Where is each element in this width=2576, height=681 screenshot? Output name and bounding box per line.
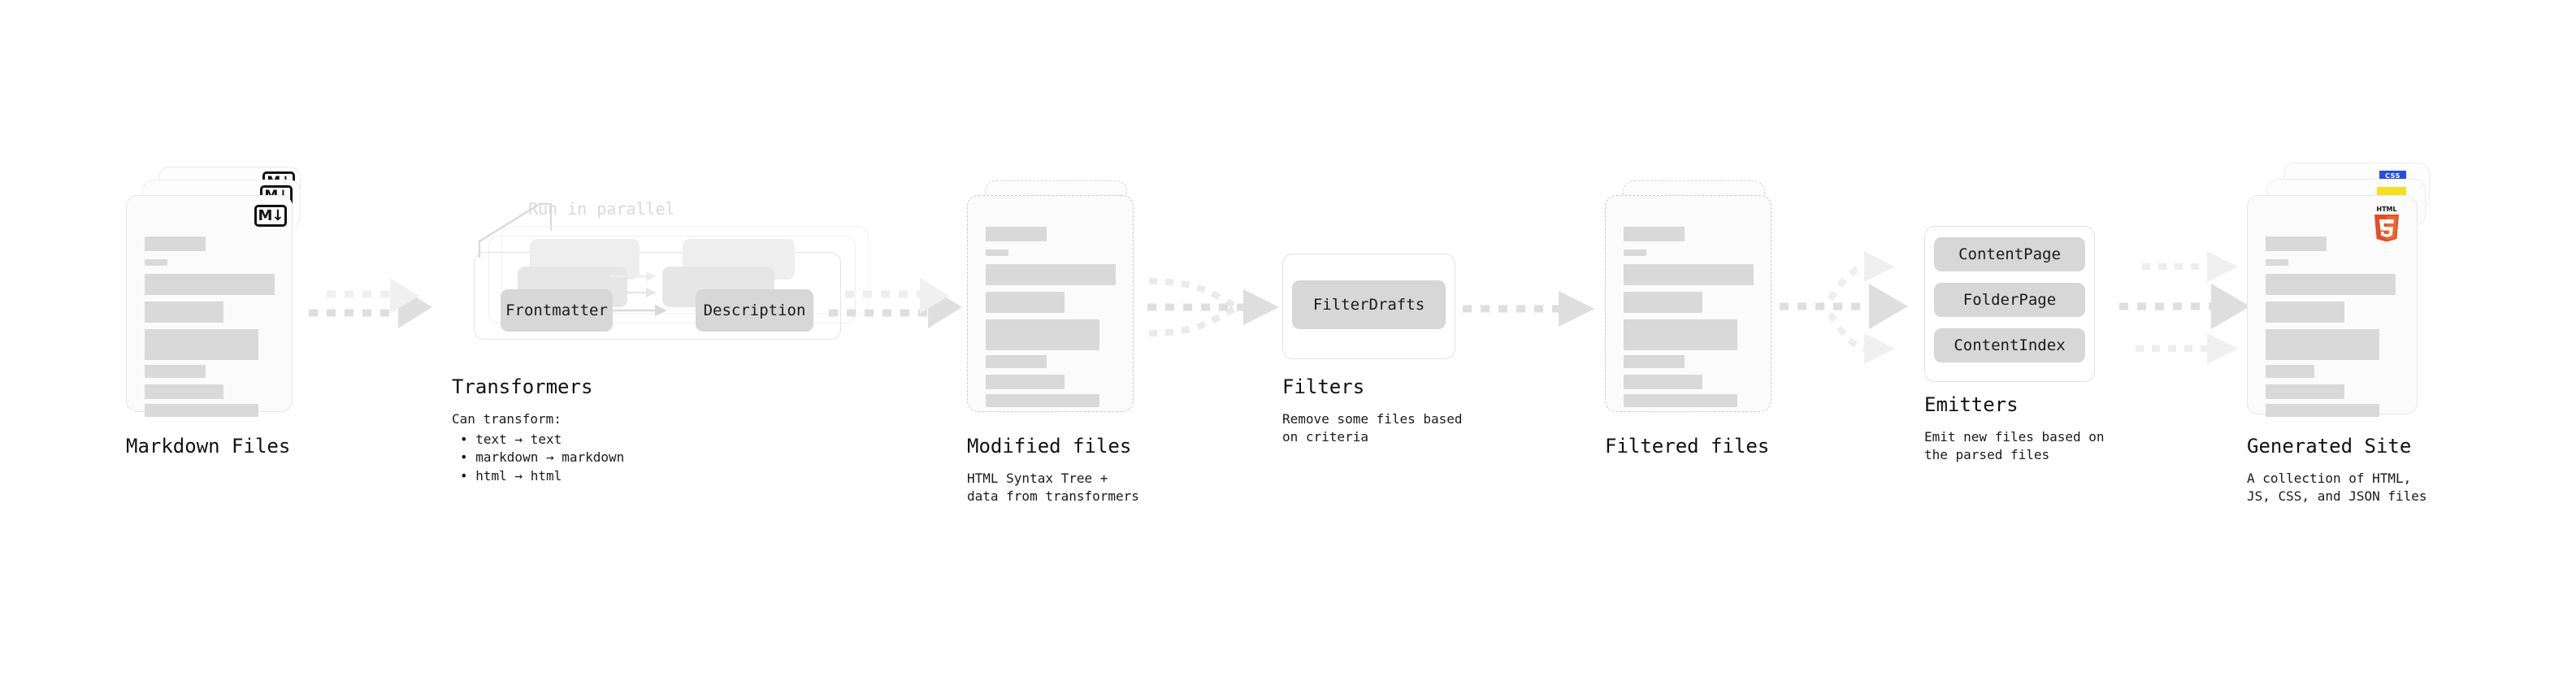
- emitters-pill-contentindex[interactable]: ContentIndex: [1934, 328, 2085, 362]
- content-bar: [145, 329, 258, 360]
- modified-file-card: [967, 195, 1134, 412]
- markdown-badge-front: M↓: [254, 205, 287, 227]
- stage-title-markdown-files: Markdown Files: [126, 435, 291, 458]
- modified-files-subtitle: HTML Syntax Tree + data from transformer…: [967, 471, 1139, 505]
- content-bar: [986, 264, 1116, 285]
- transformer-pill-description[interactable]: Description: [696, 289, 813, 332]
- content-bar: [2266, 274, 2396, 295]
- stage-title-transformers: Transformers: [452, 375, 593, 398]
- content-bar: [1624, 319, 1737, 350]
- content-bar: [1624, 264, 1754, 285]
- filtered-files-stack: [1605, 180, 1792, 440]
- transformers-bullets: • text → text • markdown → markdown • ht…: [460, 432, 625, 484]
- html5-icon: HTML: [2374, 206, 2399, 242]
- content-bar: [986, 292, 1065, 313]
- connector-modified-to-filters: [1147, 278, 1279, 336]
- connector-filters-to-filtered: [1463, 291, 1594, 327]
- generated-site-card: HTML: [2247, 195, 2418, 417]
- content-bar: [2266, 259, 2288, 266]
- css-badge: CSS: [2379, 171, 2406, 181]
- transformer-inner-arrows: [609, 271, 667, 316]
- transformer-group-front: [474, 252, 841, 340]
- content-bar: [145, 384, 223, 399]
- transformer-group-back: [501, 226, 869, 314]
- content-bar: [2266, 384, 2344, 399]
- content-bar: [986, 375, 1065, 389]
- content-bar: [1624, 249, 1646, 256]
- generated-site-subtitle: A collection of HTML, JS, CSS, and JSON …: [2247, 471, 2427, 505]
- modified-files-stack: [967, 180, 1154, 440]
- stage-title-modified-files: Modified files: [967, 435, 1132, 458]
- content-bar: [986, 319, 1099, 350]
- svg-text:HTML: HTML: [2376, 206, 2396, 213]
- content-bar: [986, 227, 1047, 241]
- content-bar: [986, 249, 1008, 256]
- stage-title-filters: Filters: [1282, 375, 1365, 398]
- content-bar: [2266, 301, 2344, 323]
- content-bar: [145, 274, 275, 295]
- emitters-pill-folderpage[interactable]: FolderPage: [1934, 283, 2085, 317]
- markdown-files-stack: M↓ M↓ M↓: [126, 167, 313, 427]
- connector-emitters-to-site: [2119, 251, 2250, 364]
- filtered-file-card: [1605, 195, 1772, 412]
- transformer-pill-frontmatter[interactable]: Frontmatter: [501, 289, 613, 332]
- connector-md-to-transformers: [309, 278, 432, 328]
- content-bar: [145, 301, 223, 323]
- content-bar: [986, 394, 1099, 407]
- content-bar: [145, 404, 258, 417]
- content-bar: [145, 365, 206, 378]
- generated-site-stack: CSS HTML: [2247, 163, 2450, 431]
- run-in-parallel-bracket: [478, 202, 553, 258]
- transformer-group-mid: [488, 236, 856, 323]
- connector-filtered-to-emitters: [1780, 251, 1908, 364]
- stage-title-filtered-files: Filtered files: [1605, 435, 1770, 458]
- content-bar: [1624, 227, 1685, 241]
- transformers-subtitle: Can transform:: [452, 411, 562, 427]
- content-bar: [2266, 236, 2327, 251]
- emitters-subtitle: Emit new files based on the parsed files: [1924, 429, 2105, 463]
- run-in-parallel-label: Run in parallel: [528, 199, 675, 219]
- content-bar: [1624, 292, 1702, 313]
- filters-subtitle: Remove some files based on criteria: [1282, 411, 1463, 445]
- content-bar: [145, 236, 206, 251]
- content-bar: [1624, 394, 1737, 407]
- content-bar: [2266, 329, 2379, 360]
- content-bar: [145, 259, 167, 266]
- filters-pill-filterdrafts[interactable]: FilterDrafts: [1292, 280, 1446, 329]
- content-bar: [1624, 375, 1702, 389]
- content-bar: [1624, 355, 1685, 368]
- stage-title-generated-site: Generated Site: [2247, 435, 2412, 458]
- content-bar: [2266, 365, 2314, 378]
- content-bar: [2266, 404, 2379, 417]
- connector-transformers-to-modified: [829, 278, 962, 328]
- stage-title-emitters: Emitters: [1924, 393, 2019, 416]
- markdown-file-card: M↓: [126, 195, 293, 417]
- content-bar: [986, 355, 1047, 368]
- emitters-pill-contentpage[interactable]: ContentPage: [1934, 237, 2085, 271]
